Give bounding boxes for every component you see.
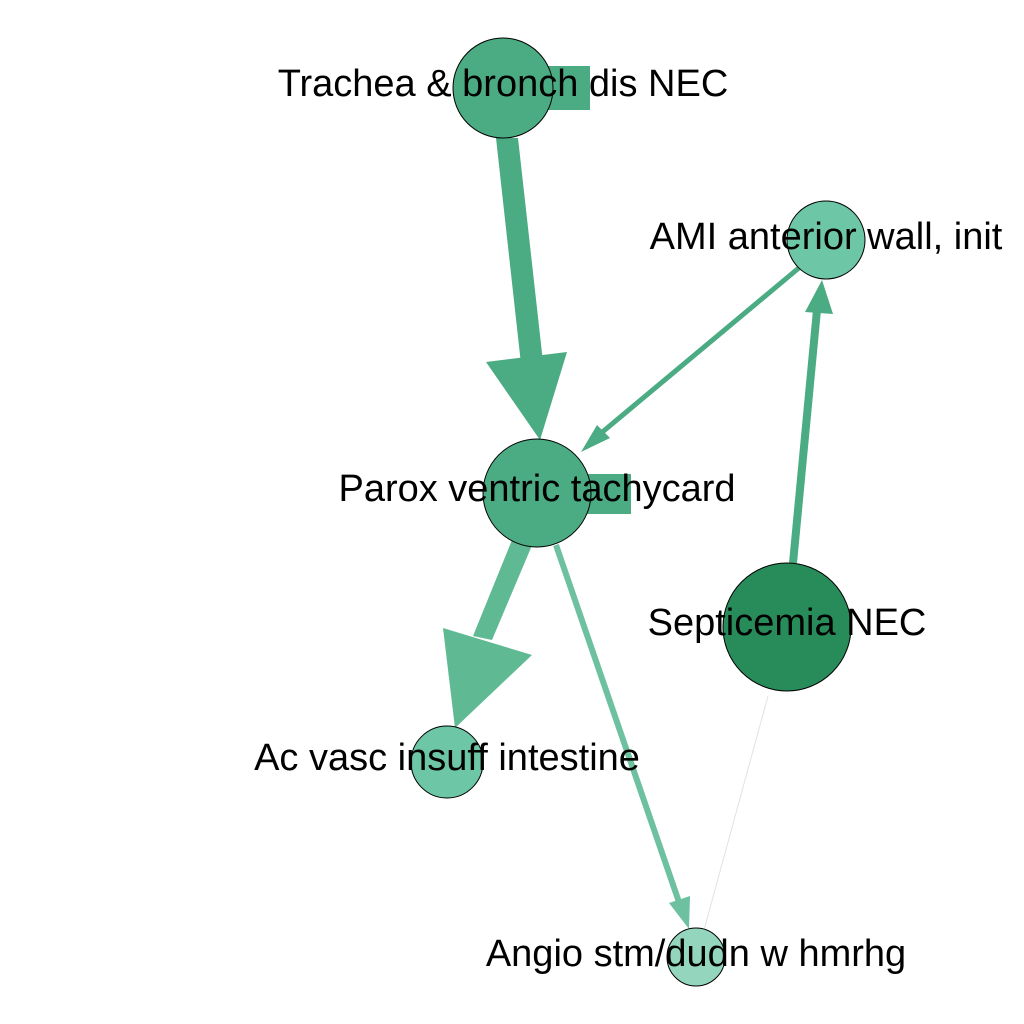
node-ami[interactable] [786, 200, 866, 280]
node-label-ami: AMI anterior wall, init [650, 216, 1003, 258]
edge-ami-to-parox-shaft [598, 265, 802, 436]
node-parox[interactable] [482, 438, 592, 548]
node-acvasc[interactable] [410, 725, 484, 799]
edges-layer [443, 66, 833, 931]
edge-septicemia-to-ami [789, 280, 833, 564]
edge-parox-to-angio-arrowhead [669, 896, 690, 929]
node-label-trachea: Trachea & bronch dis NEC [278, 63, 729, 105]
edge-septicemia-to-ami-shaft [789, 309, 821, 564]
edge-parox-to-acvasc-shaft [473, 540, 533, 640]
edge-trachea-to-parox-arrowhead [486, 352, 567, 440]
edge-parox-to-angio [553, 544, 690, 929]
edge-parox-to-acvasc-arrowhead [443, 628, 532, 728]
edge-parox-self-loop [586, 474, 631, 514]
edge-parox-to-acvasc [443, 540, 533, 728]
edge-septicemia-to-angio [703, 695, 769, 931]
edge-septicemia-to-ami-arrowhead [805, 280, 833, 314]
node-label-acvasc: Ac vasc insuff intestine [254, 737, 640, 779]
edge-ami-to-parox-arrowhead [581, 425, 610, 452]
node-septicemia[interactable] [722, 562, 852, 692]
node-label-parox: Parox ventric tachycard [338, 468, 735, 510]
edge-ami-to-parox [581, 265, 802, 452]
edge-trachea-self-loop [548, 66, 590, 110]
node-label-angio: Angio stm/dudn w hmrhg [486, 933, 906, 975]
edge-parox-to-angio-shaft [553, 544, 683, 906]
node-label-septicemia: Septicemia NEC [648, 602, 927, 644]
edge-trachea-to-parox-shaft [496, 138, 543, 364]
edge-trachea-to-parox [486, 138, 567, 440]
node-trachea[interactable] [452, 37, 554, 139]
node-angio[interactable] [666, 927, 726, 987]
labels-layer: Trachea & bronch dis NEC AMI anterior wa… [254, 63, 1003, 975]
nodes-layer [410, 37, 866, 987]
